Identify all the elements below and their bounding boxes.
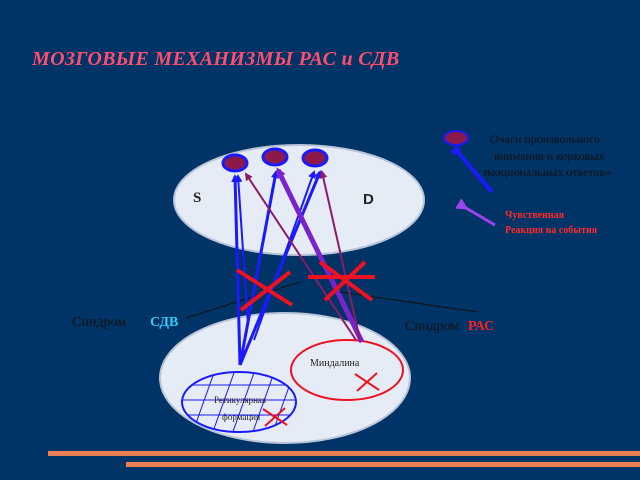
cortex-ellipse xyxy=(173,144,425,256)
legend-blue-arrow xyxy=(449,144,494,194)
decorative-line-top xyxy=(48,451,640,456)
cortex-focus-3 xyxy=(301,148,329,168)
ras-syndrome-label: Синдром РАС xyxy=(405,319,494,334)
legend-foci-line2: внимания и корковых xyxy=(494,149,604,163)
violet-arrows xyxy=(244,167,365,344)
decorative-line-bottom xyxy=(126,462,640,467)
legend-foci-line1: Очаги произвольного xyxy=(490,132,600,146)
sdv-syndrome-label: Синдром СДВ xyxy=(72,315,178,330)
legend-reaction-line1: Чувственная xyxy=(505,210,565,221)
sdv-prefix: Синдром xyxy=(72,315,126,330)
sdv-name: СДВ xyxy=(150,315,178,330)
legend-foci-line3: эмоциональных ответов» xyxy=(482,165,611,179)
cortex-s-label: S xyxy=(193,190,201,206)
cortex-focus-2 xyxy=(261,147,289,167)
amygdala-ellipse xyxy=(290,339,404,401)
amygdala-label: Миндалина xyxy=(310,358,360,369)
cortex-focus-1 xyxy=(221,153,249,173)
legend-violet-arrow xyxy=(455,198,496,227)
ras-pointer-line xyxy=(339,291,479,313)
blue-arrows xyxy=(231,170,322,366)
legend-focus-marker xyxy=(443,130,469,146)
amygdala-cross xyxy=(354,372,380,392)
reticular-label-line1: Ретикулярная xyxy=(214,395,266,405)
ras-prefix: Синдром xyxy=(405,319,459,334)
reticular-label-line2: формация xyxy=(222,412,260,422)
cortex-d-label: D xyxy=(363,191,374,208)
reticular-formation-ellipse xyxy=(181,371,297,433)
legend-reaction-line2: Реакция на события xyxy=(505,225,598,236)
ras-pathway-cross xyxy=(308,260,375,302)
limbic-ellipse xyxy=(159,312,411,444)
reticular-cross xyxy=(262,407,288,427)
sdv-pointer-line xyxy=(185,281,301,319)
page-title: МОЗГОВЫЕ МЕХАНИЗМЫ РАС и СДВ xyxy=(32,48,400,70)
ras-name: РАС xyxy=(468,319,494,334)
sdv-pathway-cross xyxy=(235,268,294,312)
